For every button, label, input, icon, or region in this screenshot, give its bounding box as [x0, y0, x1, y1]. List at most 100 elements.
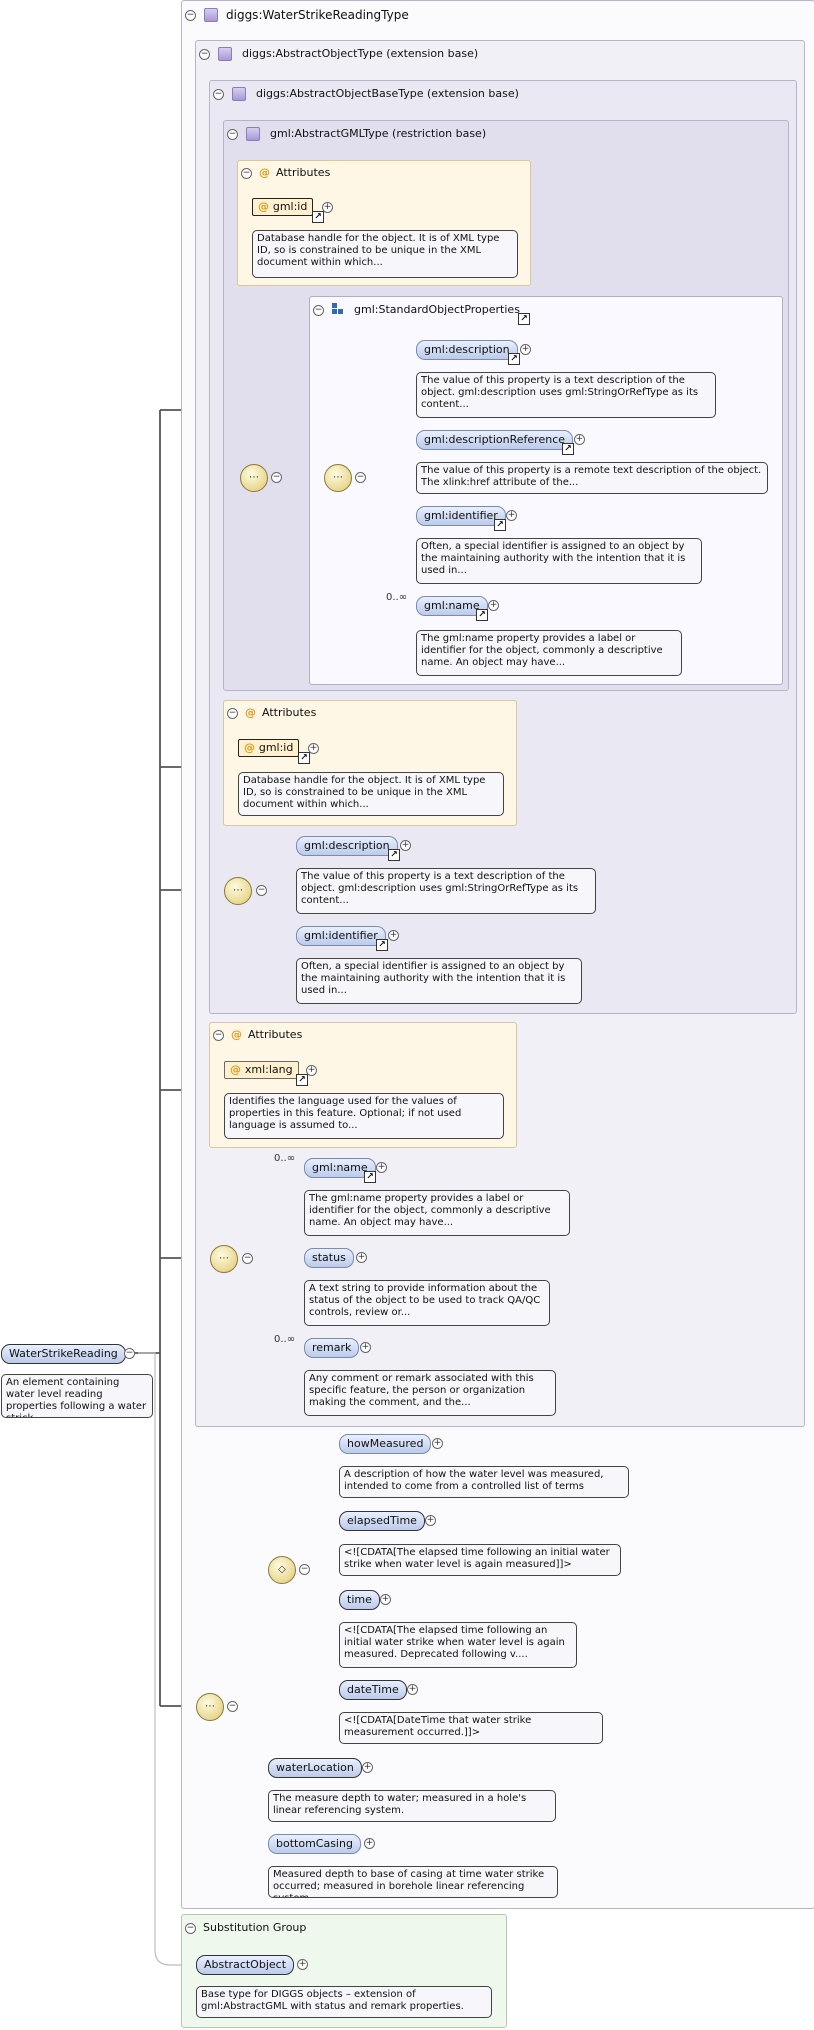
collapse-toggle[interactable]: [256, 885, 267, 896]
collapse-toggle[interactable]: [227, 708, 238, 719]
annotation-note: A text string to provide information abo…: [304, 1280, 550, 1326]
abstract-object-element[interactable]: AbstractObject: [196, 1955, 295, 1975]
annotation-note: An element containing water level readin…: [1, 1374, 153, 1418]
reference-arrow-icon[interactable]: ↗: [298, 752, 310, 764]
expand-toggle[interactable]: [388, 930, 399, 941]
reference-arrow-icon[interactable]: ↗: [562, 443, 574, 455]
expand-toggle[interactable]: [488, 600, 499, 611]
gml-id-label: gml:id: [258, 741, 294, 754]
expand-toggle[interactable]: [574, 434, 585, 445]
reference-arrow-icon[interactable]: ↗: [494, 519, 506, 531]
gml-id-attribute[interactable]: @ gml:id: [252, 198, 314, 216]
expand-toggle[interactable]: [376, 1162, 387, 1173]
standard-object-properties-title: gml:StandardObjectProperties: [354, 303, 520, 316]
expand-toggle[interactable]: [362, 1762, 373, 1773]
annotation-note: <![CDATA[The elapsed time following an i…: [339, 1622, 577, 1668]
time-element[interactable]: time: [339, 1590, 380, 1610]
xml-lang-label: xml:lang: [244, 1063, 293, 1076]
reference-arrow-icon[interactable]: ↗: [312, 211, 324, 223]
collapse-toggle[interactable]: [124, 1348, 135, 1359]
gml-description-element[interactable]: gml:description: [416, 340, 518, 360]
expand-toggle[interactable]: [425, 1515, 436, 1526]
collapse-toggle[interactable]: [227, 1701, 238, 1712]
multiplicity-label: 0..∞: [274, 1153, 296, 1164]
sequence-compositor-icon[interactable]: ⋯: [210, 1245, 238, 1273]
expand-toggle[interactable]: [297, 1959, 308, 1970]
gml-id-label: gml:id: [272, 200, 308, 213]
collapse-toggle[interactable]: [185, 1923, 196, 1934]
collapse-toggle[interactable]: [299, 1564, 310, 1575]
status-element[interactable]: status: [304, 1248, 354, 1268]
attributes-title: Attributes: [248, 1028, 303, 1041]
sequence-compositor-icon[interactable]: ⋯: [324, 464, 352, 492]
reference-arrow-icon[interactable]: ↗: [518, 313, 530, 325]
expand-toggle[interactable]: [356, 1252, 367, 1263]
attributes-icon: @: [245, 706, 256, 719]
annotation-note: Database handle for the object. It is of…: [238, 772, 504, 816]
collapse-toggle[interactable]: [227, 129, 238, 140]
expand-toggle[interactable]: [380, 1594, 391, 1605]
expand-toggle[interactable]: [306, 1065, 317, 1076]
group-icon: [332, 303, 344, 315]
collapse-toggle[interactable]: [271, 472, 282, 483]
expand-toggle[interactable]: [364, 1838, 375, 1849]
choice-compositor-icon[interactable]: ◇: [268, 1556, 296, 1584]
collapse-toggle[interactable]: [199, 49, 210, 60]
annotation-note: The gml:name property provides a label o…: [304, 1190, 570, 1236]
collapse-toggle[interactable]: [242, 1253, 253, 1264]
expand-toggle[interactable]: [506, 510, 517, 521]
annotation-note: Database handle for the object. It is of…: [252, 230, 518, 278]
xml-lang-attribute[interactable]: @ xml:lang: [224, 1061, 299, 1079]
expand-toggle[interactable]: [400, 840, 411, 851]
annotation-note: Often, a special identifier is assigned …: [416, 538, 702, 584]
reference-arrow-icon[interactable]: ↗: [296, 1074, 308, 1086]
gml-name-element[interactable]: gml:name: [416, 596, 488, 616]
water-location-element[interactable]: waterLocation: [268, 1758, 362, 1778]
how-measured-element[interactable]: howMeasured: [339, 1434, 432, 1454]
sequence-compositor-icon[interactable]: ⋯: [240, 464, 268, 492]
expand-toggle[interactable]: [407, 1684, 418, 1695]
annotation-note: Often, a special identifier is assigned …: [296, 958, 582, 1004]
collapse-toggle[interactable]: [355, 472, 366, 483]
expand-toggle[interactable]: [322, 202, 333, 213]
annotation-note: The value of this property is a remote t…: [416, 462, 768, 494]
sequence-compositor-icon[interactable]: ⋯: [196, 1693, 224, 1721]
collapse-toggle[interactable]: [213, 89, 224, 100]
abstract-object-base-type-title: diggs:AbstractObjectBaseType (extension …: [256, 87, 519, 100]
annotation-note: The value of this property is a text des…: [416, 372, 716, 418]
expand-toggle[interactable]: [360, 1342, 371, 1353]
gml-name-element[interactable]: gml:name: [304, 1158, 376, 1178]
gml-description-element[interactable]: gml:description: [296, 836, 398, 856]
collapse-toggle[interactable]: [313, 305, 324, 316]
attributes-icon: @: [231, 1028, 242, 1041]
attribute-icon: @: [258, 200, 273, 213]
remark-element[interactable]: remark: [304, 1338, 360, 1358]
complex-type-icon: [218, 47, 232, 61]
collapse-toggle[interactable]: [213, 1030, 224, 1041]
reference-arrow-icon[interactable]: ↗: [388, 849, 400, 861]
reference-arrow-icon[interactable]: ↗: [508, 353, 520, 365]
collapse-toggle[interactable]: [185, 10, 196, 21]
multiplicity-label: 0..∞: [274, 1334, 296, 1345]
sequence-compositor-icon[interactable]: ⋯: [224, 877, 252, 905]
attributes-title: Attributes: [262, 706, 317, 719]
gml-identifier-element[interactable]: gml:identifier: [416, 506, 506, 526]
elapsed-time-element[interactable]: elapsedTime: [339, 1511, 425, 1531]
gml-identifier-element[interactable]: gml:identifier: [296, 926, 386, 946]
gml-description-reference-element[interactable]: gml:descriptionReference: [416, 430, 574, 450]
expand-toggle[interactable]: [520, 344, 531, 355]
water-strike-reading-root-element[interactable]: WaterStrikeReading: [1, 1344, 126, 1364]
bottom-casing-element[interactable]: bottomCasing: [268, 1834, 361, 1854]
reference-arrow-icon[interactable]: ↗: [364, 1171, 376, 1183]
collapse-toggle[interactable]: [241, 168, 252, 179]
annotation-note: The measure depth to water; measured in …: [268, 1790, 556, 1822]
type-title: diggs:WaterStrikeReadingType: [226, 8, 409, 22]
reference-arrow-icon[interactable]: ↗: [376, 939, 388, 951]
expand-toggle[interactable]: [432, 1438, 443, 1449]
annotation-note: <![CDATA[DateTime that water strike meas…: [339, 1712, 603, 1744]
gml-id-attribute[interactable]: @ gml:id: [238, 739, 300, 757]
attributes-icon: @: [259, 166, 270, 179]
expand-toggle[interactable]: [308, 743, 319, 754]
date-time-element[interactable]: dateTime: [339, 1680, 407, 1700]
reference-arrow-icon[interactable]: ↗: [476, 609, 488, 621]
